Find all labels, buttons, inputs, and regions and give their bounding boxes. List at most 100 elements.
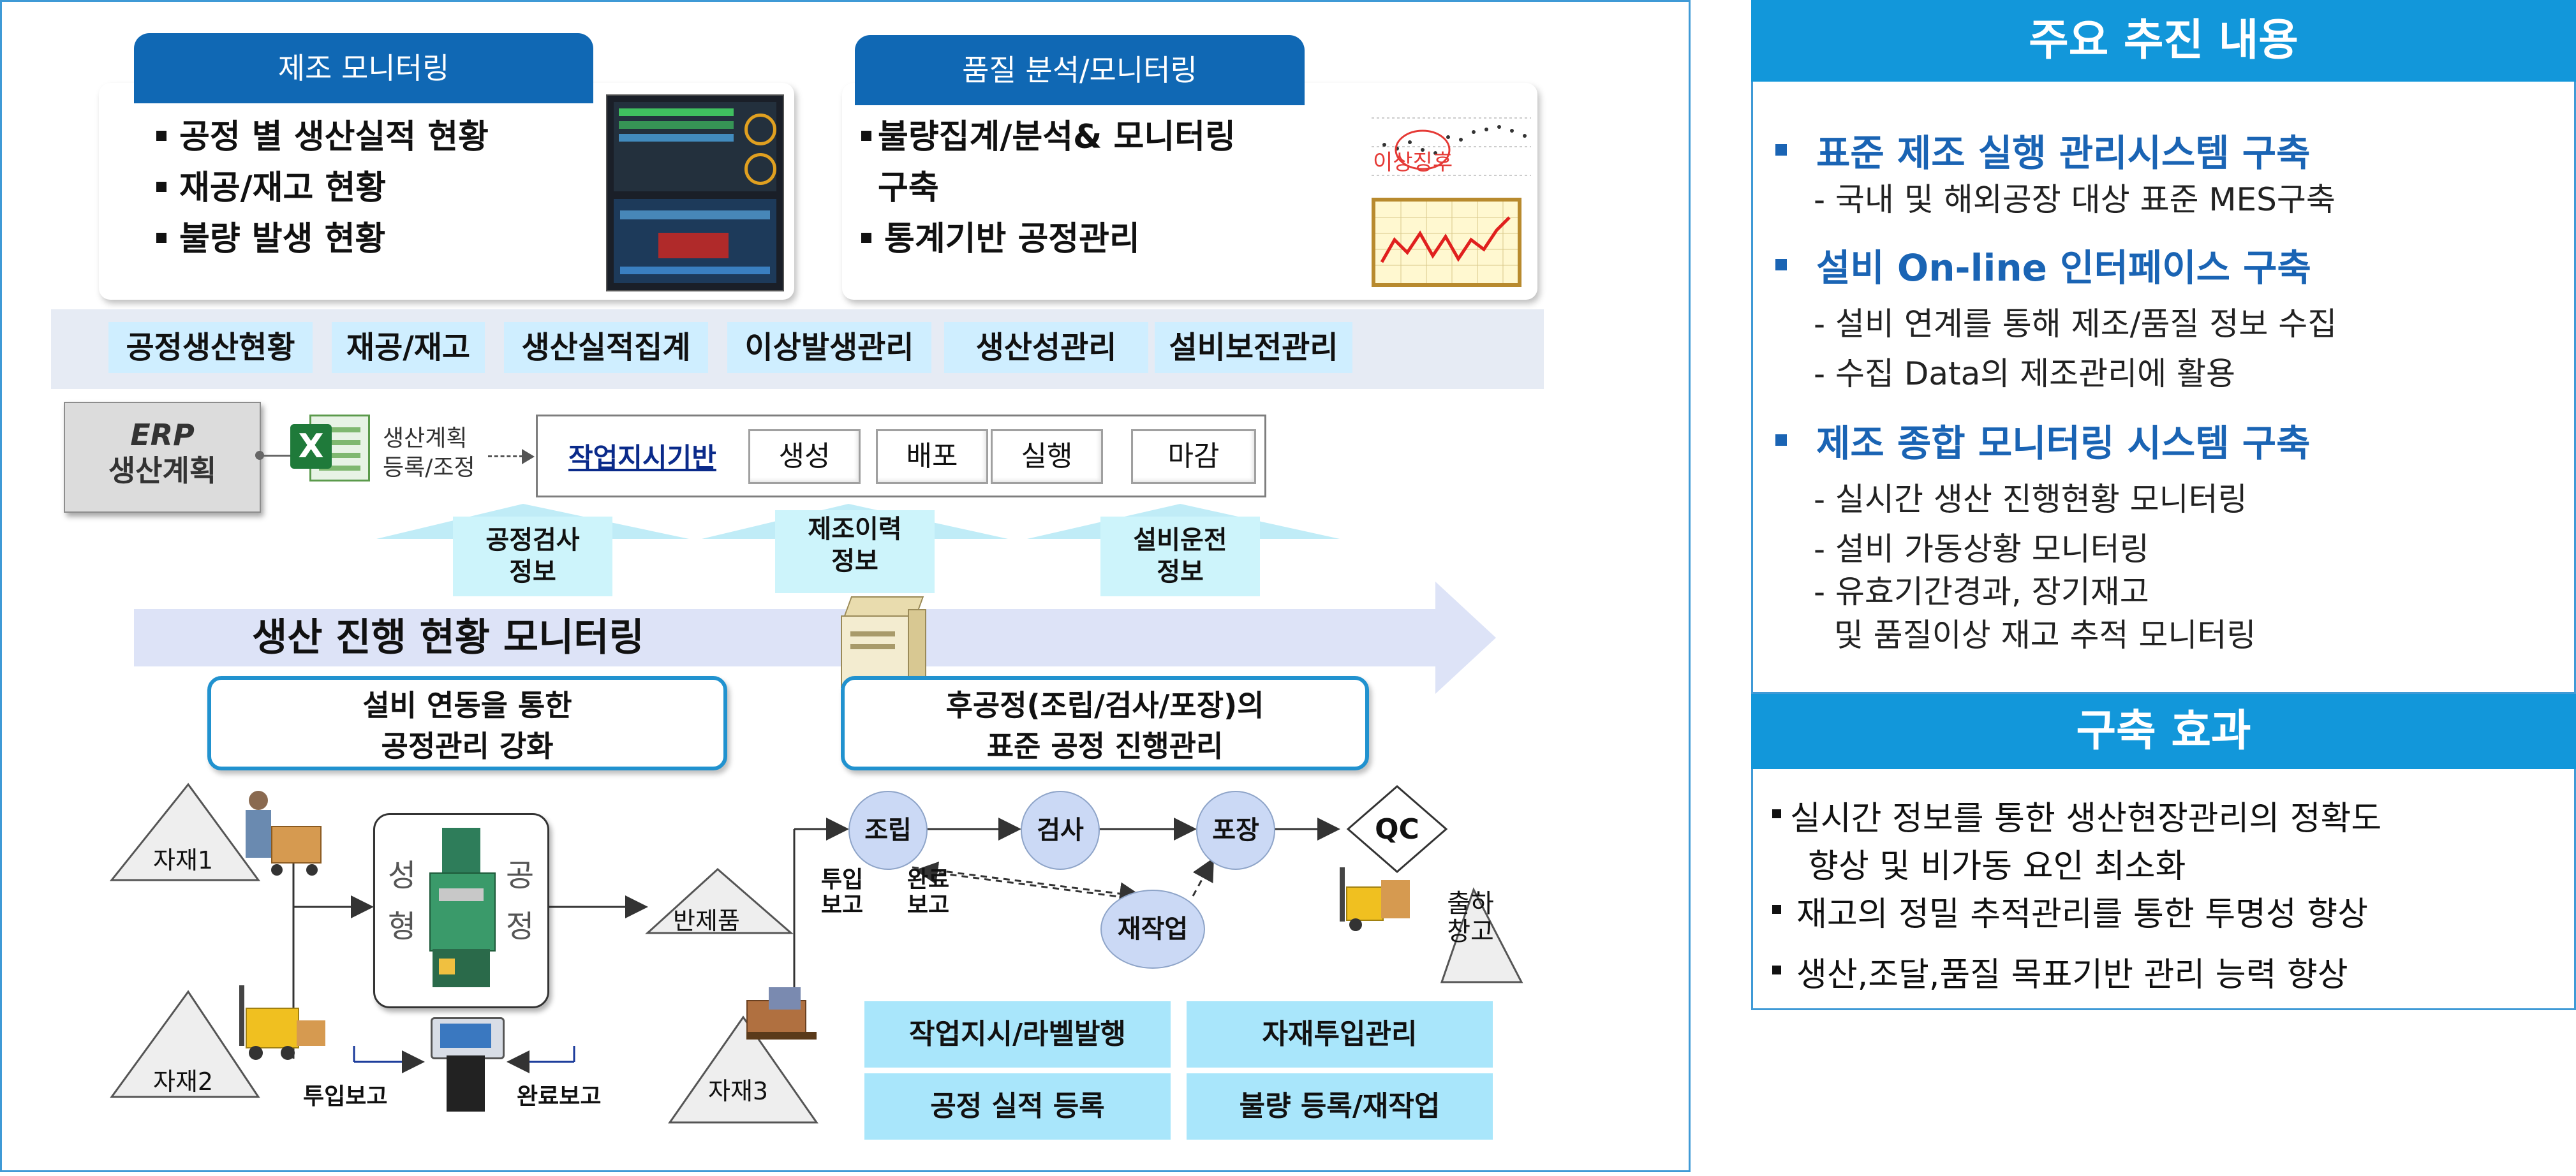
info-arrow-line: 정보 [1157,557,1204,587]
control-chart-thumbnail: 이상징후 [1359,99,1534,195]
function-chip: 이상발생관리 [727,322,931,373]
arrow-head-icon [522,449,535,464]
trend-chart-thumbnail [1372,198,1521,287]
info-arrow-inspection: 공정검사 정보 [453,517,612,596]
kiosk-input-report: 투입보고 [303,1084,388,1110]
effect-item: 생산,조달,품질 목표기반 관리 능력 향상 [1772,948,2348,996]
callout-line: 설비 연동을 통한 [362,688,572,723]
semi-product: 반제품 [644,866,794,936]
effect-line: 향상 및 비가동 요인 최소화 [1808,848,2186,886]
task-sub: 및 품질이상 재고 추적 모니터링 [1814,617,2256,654]
effect-line: 생산,조달,품질 목표기반 관리 능력 향상 [1796,956,2348,994]
func-process-result: 공정 실적 등록 [864,1073,1171,1140]
process-flow-lines [109,783,1523,1124]
process-rework: 재작업 [1100,890,1205,969]
input-report-label: 투입 보고 [813,867,871,918]
qc-diamond: QC [1346,784,1448,874]
ship-forklift-icon [1340,867,1410,937]
connector-line [258,455,293,457]
callout-line: 후공정(조립/검사/포장)의 [945,688,1264,723]
report-line: 보고 [820,892,864,918]
qc-label: QC [1375,813,1419,846]
effects-header: 구축 효과 [1751,694,2576,769]
report-line: 완료 [907,867,950,893]
monitoring-arrow [134,582,1496,694]
function-chip: 재공/재고 [332,322,485,373]
worker-cart-icon [246,791,322,880]
task-title-text: 제조 종합 모니터링 시스템 구축 [1816,422,2311,465]
material-2: 자재2 [153,1068,214,1096]
step-close: 마감 [1131,429,1256,484]
callout-line: 표준 공정 진행관리 [986,729,1224,763]
plan-register-label: 생산계획 등록/조정 [383,424,475,483]
molding-process-box: 성 형 공 정 [373,813,549,1008]
quality-item: 불량집계/분석& 모니터링 [878,118,1236,156]
info-arrow-equipment: 설비운전 정보 [1100,517,1260,596]
quality-panel: 불량집계/분석& 모니터링 구축 통계기반 공정관리 이상징후 [842,83,1537,300]
task-sub: - 수집 Data의 제조관리에 활용 [1814,355,2236,392]
semi-product-label: 반제품 [673,907,740,935]
function-chip: 생산성관리 [944,322,1148,373]
done-report-label: 완료 보고 [896,867,960,918]
info-arrow-line: 설비운전 [1133,526,1227,555]
info-arrow-history: 제조이력 정보 [775,510,935,593]
task-sub: - 유효기간경과, 장기재고 [1814,573,2149,610]
material-3: 자재3 [708,1077,769,1105]
quality-item: 통계기반 공정관리 [884,220,1140,258]
ship-line: 출하 [1447,889,1494,918]
kiosk-icon [431,1017,505,1113]
effect-line: 실시간 정보를 통한 생산현장관리의 정확도 [1790,800,2382,838]
mfg-bullets: 공정 별 생산실적 현황 재공/재고 현황 불량 발생 현황 [156,112,489,265]
task-sub: - 설비 연계를 통해 제조/품질 정보 수집 [1814,305,2337,342]
callout-post-process: 후공정(조립/검사/포장)의 표준 공정 진행관리 [841,676,1369,770]
task-title: 설비 On-line 인터페이스 구축 [1775,238,2311,291]
quality-bullets: 불량집계/분석& 모니터링 구축 통계기반 공정관리 [861,112,1236,265]
work-order-label: 작업지시기반 [568,442,716,473]
work-order-box: 작업지시기반 생성 배포 실행 마감 [536,415,1266,497]
ship-line: 창고 [1447,917,1494,946]
erp-box: ERP 생산계획 [64,402,261,513]
process-packing: 포장 [1196,791,1275,870]
process-inspection: 검사 [1021,791,1100,870]
function-chip: 설비보전관리 [1155,322,1352,373]
task-sub: - 국내 및 해외공장 대상 표준 MES구축 [1814,181,2335,218]
task-title-text: 표준 제조 실행 관리시스템 구축 [1816,131,2311,175]
molding-char: 공 [506,858,535,893]
mfg-monitoring-panel: 공정 별 생산실적 현황 재공/재고 현황 불량 발생 현황 [99,83,794,300]
report-line: 투입 [820,867,864,893]
callout-equipment-link: 설비 연동을 통한 공정관리 강화 [207,676,727,770]
plan-register-line: 생산계획 [383,425,468,452]
mfg-item: 재공/재고 현황 [179,169,387,207]
info-arrow-line: 공정검사 [485,526,580,555]
molding-char: 성 [388,858,417,893]
info-arrow-line: 제조이력 [808,515,902,544]
report-line: 보고 [907,892,950,918]
step-create: 생성 [748,429,861,484]
monitoring-banner: 생산 진행 현황 모니터링 [252,615,644,660]
step-execute: 실행 [991,429,1103,484]
molding-char: 정 [506,909,535,944]
step-distribute: 배포 [876,429,988,484]
ship-warehouse-label: 출하 창고 [1439,890,1502,946]
connector-dot [255,451,264,460]
callout-line: 공정관리 강화 [381,729,554,763]
effect-item: 재고의 정밀 추적관리를 통한 투명성 향상 [1772,887,2368,935]
mfg-panel-title: 제조 모니터링 [134,33,593,103]
task-title-text: 설비 On-line 인터페이스 구축 [1816,246,2311,290]
kiosk-done-report: 완료보고 [517,1084,602,1110]
molding-char: 형 [388,909,417,944]
quality-panel-title: 품질 분석/모니터링 [855,35,1305,105]
task-sub: - 설비 가동상황 모니터링 [1814,531,2149,568]
injection-machine-icon [429,828,496,994]
function-chip: 공정생산현황 [108,322,313,373]
erp-subtitle: 생산계획 [108,453,217,488]
mfg-item: 불량 발생 현황 [179,220,386,258]
erp-title: ERP [130,418,195,452]
func-material-input: 자재투입관리 [1187,1001,1493,1068]
process-assembly: 조립 [848,791,928,870]
info-arrow-line: 정보 [831,547,878,576]
function-chip: 생산실적집계 [504,322,708,373]
anomaly-label: 이상징후 [1373,150,1453,175]
func-work-order-label: 작업지시/라벨발행 [864,1001,1171,1068]
plan-register-line: 등록/조정 [383,455,475,481]
